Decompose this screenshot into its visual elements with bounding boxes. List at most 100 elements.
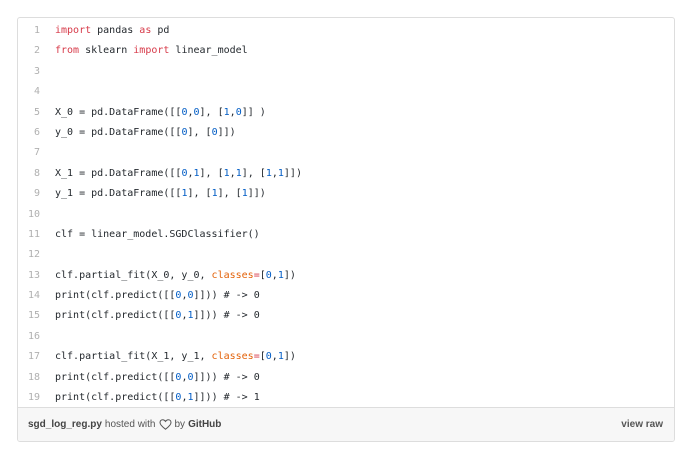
code-token: y_0 = pd.DataFrame([[: [55, 126, 182, 138]
code-token: from: [55, 45, 80, 57]
code-token: sklearn: [79, 45, 134, 57]
code-token: 0: [187, 290, 194, 302]
line-number: 2: [33, 45, 40, 57]
code-token: 0: [193, 106, 200, 118]
code-token: ,: [181, 392, 188, 404]
code-token: print(clf.predict([[: [55, 392, 176, 404]
code-token: [: [259, 269, 266, 281]
code-text: X_0 = pd.DataFrame([[0,0], [1,0]] ): [40, 103, 266, 123]
code-text: [40, 62, 55, 82]
code-token: 0: [265, 269, 272, 281]
code-text: [40, 327, 55, 347]
code-token: 1: [277, 167, 284, 179]
code-line: 10: [18, 205, 674, 225]
code-token: clf.partial_fit(X_0, y_0,: [55, 269, 212, 281]
code-token: 1: [223, 167, 230, 179]
code-token: 0: [175, 290, 182, 302]
code-token: 1: [187, 310, 194, 322]
code-token: ]): [283, 269, 296, 281]
code-text: [40, 82, 55, 102]
line-number: 3: [33, 65, 40, 77]
line-number: 16: [27, 330, 40, 342]
line-number: 15: [27, 310, 40, 322]
gist-filename-link[interactable]: sgd_log_reg.py: [28, 419, 102, 430]
code-text: clf.partial_fit(X_1, y_1, classes=[0,1]): [40, 347, 296, 367]
code-token: ,: [181, 310, 188, 322]
code-token: linear_model: [169, 45, 248, 57]
code-token: X_1 = pd.DataFrame([[: [55, 167, 182, 179]
code-text: clf.partial_fit(X_0, y_0, classes=[0,1]): [40, 266, 296, 286]
code-token: 0: [235, 106, 242, 118]
line-number: 4: [33, 86, 40, 98]
code-line: 4: [18, 82, 674, 102]
github-link[interactable]: GitHub: [188, 419, 222, 430]
code-token: ,: [271, 269, 278, 281]
code-text: [40, 143, 55, 163]
code-token: =: [253, 351, 260, 363]
code-token: ], [: [187, 126, 212, 138]
code-token: 1: [241, 188, 248, 200]
code-token: ,: [229, 106, 236, 118]
code-text: from sklearn import linear_model: [40, 41, 248, 61]
code-token: 0: [181, 126, 188, 138]
code-text: clf = linear_model.SGDClassifier(): [40, 225, 260, 245]
code-token: import: [55, 25, 92, 36]
line-number: 14: [27, 290, 40, 302]
code-token: 1: [277, 269, 284, 281]
code-text: y_0 = pd.DataFrame([[0], [0]]): [40, 123, 236, 143]
code-text: [40, 205, 55, 225]
code-token: 1: [187, 392, 194, 404]
code-text: import pandas as pd: [40, 21, 169, 41]
code-token: 1: [193, 167, 200, 179]
code-token: 1: [181, 188, 188, 200]
code-token: ], [: [187, 188, 212, 200]
code-text: X_1 = pd.DataFrame([[0,1], [1,1], [1,1]]…: [40, 164, 302, 184]
code-token: import: [133, 45, 170, 57]
code-line: 12: [18, 245, 674, 265]
code-token: 1: [211, 188, 218, 200]
code-token: ]]): [283, 167, 302, 179]
code-token: X_0 = pd.DataFrame([[: [55, 106, 182, 118]
code-token: 0: [181, 167, 188, 179]
code-token: [: [259, 351, 266, 363]
code-token: ,: [229, 167, 236, 179]
code-token: y_1 = pd.DataFrame([[: [55, 188, 182, 200]
code-text: [40, 245, 55, 265]
code-token: ,: [271, 167, 278, 179]
code-token: clf = linear_model.SGDClassifier(): [55, 228, 260, 240]
heart-icon: [158, 419, 172, 430]
code-token: ]): [283, 351, 296, 363]
line-number: 12: [27, 249, 40, 261]
code-token: ], [: [199, 106, 224, 118]
line-number: 19: [27, 392, 40, 404]
code-token: ,: [181, 371, 188, 383]
code-token: ]])) # -> 1: [193, 392, 260, 404]
line-number: 1: [33, 25, 40, 36]
line-number: 10: [27, 208, 40, 220]
code-token: 0: [175, 371, 182, 383]
code-text: print(clf.predict([[0,0]])) # -> 0: [40, 368, 260, 388]
code-token: 1: [223, 106, 230, 118]
by-text: by: [174, 419, 186, 430]
code-token: 0: [211, 126, 218, 138]
view-raw-link[interactable]: view raw: [621, 419, 663, 430]
code-token: 0: [175, 310, 182, 322]
code-token: ]])) # -> 0: [193, 371, 260, 383]
code-token: ,: [187, 106, 194, 118]
code-token: ,: [181, 290, 188, 302]
code-token: 0: [265, 351, 272, 363]
line-number: 6: [33, 126, 40, 138]
code-line: 16: [18, 327, 674, 347]
